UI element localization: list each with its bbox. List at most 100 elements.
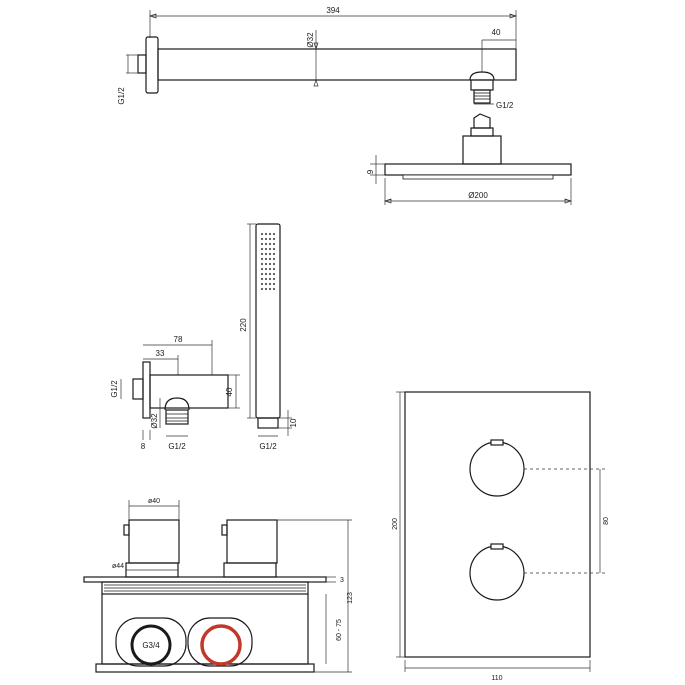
- arm-nut: [470, 79, 494, 91]
- nozzle-dot: [260, 252, 264, 256]
- arm-wall-thread-label: G1/2: [117, 87, 126, 105]
- nozzle-dot: [272, 272, 276, 276]
- nozzle-dot: [268, 272, 272, 276]
- nozzle-dot: [264, 267, 268, 271]
- nozzle-dot: [264, 287, 268, 291]
- nozzle-dot: [268, 232, 272, 236]
- right-cap-tab: [221, 524, 228, 536]
- handle-spacing-label: 80: [603, 517, 610, 525]
- body-diameter-label: ø44: [112, 563, 124, 570]
- nozzle-dot: [264, 247, 268, 251]
- right-inlet-port: [200, 624, 242, 666]
- outlet-thread: [165, 409, 189, 425]
- install-depth-label: 60 - 75: [336, 619, 343, 641]
- left-cap: [128, 519, 180, 564]
- nozzle-dot: [272, 237, 276, 241]
- nozzle-dot: [272, 242, 276, 246]
- nozzle-dot: [272, 247, 276, 251]
- nozzle-dot: [272, 262, 276, 266]
- outlet-width-total-label: 78: [174, 335, 183, 344]
- rain-head-drawing: 9 Ø200: [366, 113, 573, 205]
- head-neck: [462, 135, 502, 165]
- head-diameter-label: Ø200: [468, 191, 488, 200]
- nozzle-dot: [268, 247, 272, 251]
- nozzle-dot: [264, 272, 268, 276]
- hand-shower-connector-label: 10: [289, 418, 298, 427]
- nozzle-dot: [264, 242, 268, 246]
- box-base: [95, 663, 315, 673]
- arm-tube: [157, 48, 517, 81]
- head-nozzles: [402, 174, 554, 180]
- nozzle-dot: [272, 267, 276, 271]
- nozzle-dot: [268, 237, 272, 241]
- nozzle-dot: [260, 267, 264, 271]
- nozzle-dot: [272, 257, 276, 261]
- cover-plate: [404, 391, 591, 658]
- cover-plate-drawing: 200 80 110: [392, 391, 610, 682]
- shower-arm-drawing: 394 Ø32 40 G1/2 G1/2: [117, 6, 518, 110]
- outlet-inlet-label: G1/2: [110, 380, 119, 398]
- nozzle-dot: [260, 247, 264, 251]
- nozzle-dot: [260, 257, 264, 261]
- hand-shower-length-label: 220: [239, 318, 248, 332]
- left-cap-tab: [123, 524, 130, 536]
- nozzle-dot: [264, 262, 268, 266]
- outlet-elbow: [164, 397, 190, 411]
- nozzle-dot: [272, 277, 276, 281]
- arm-head-thread-label: G1/2: [496, 101, 514, 110]
- arm-wall-flange: [145, 36, 159, 94]
- upper-handle-indicator: [490, 439, 504, 446]
- nozzle-dot: [268, 267, 272, 271]
- nozzle-dot: [272, 252, 276, 256]
- nozzle-dot: [260, 242, 264, 246]
- wall-outlet-drawing: 78 33 G1/2 40 Ø32 8 G1/2: [110, 335, 240, 451]
- nozzle-dot: [268, 277, 272, 281]
- outlet-inlet-thread: [132, 378, 144, 400]
- left-port-housing: [115, 617, 187, 667]
- nozzle-dot: [268, 262, 272, 266]
- nozzle-dot: [260, 237, 264, 241]
- arm-thread: [473, 89, 491, 104]
- hand-shower-drawing: 220 10 G1/2: [239, 223, 298, 451]
- arm-diameter-label: Ø32: [306, 32, 315, 48]
- nozzle-dot: [268, 287, 272, 291]
- nozzle-dot: [260, 277, 264, 281]
- nozzle-dot: [268, 282, 272, 286]
- nozzle-dot: [272, 287, 276, 291]
- right-cap: [226, 519, 278, 564]
- nozzle-dot: [264, 232, 268, 236]
- total-depth-label: 123: [347, 592, 354, 604]
- outlet-width-inner-label: 33: [156, 349, 165, 358]
- nozzle-dot: [260, 287, 264, 291]
- left-inlet-port: [130, 624, 172, 666]
- inlet-label: G3/4: [142, 641, 160, 650]
- nozzle-dot: [264, 277, 268, 281]
- lower-handle: [469, 545, 525, 601]
- nozzle-dot: [260, 282, 264, 286]
- outlet-thread-label: G1/2: [168, 442, 186, 451]
- hand-shower-nozzles: [260, 232, 276, 291]
- head-plate: [384, 163, 572, 176]
- nozzle-dot: [272, 232, 276, 236]
- right-cap-sleeve: [223, 562, 277, 578]
- hand-shower-body: [255, 223, 281, 419]
- nozzle-dot: [264, 252, 268, 256]
- upper-handle: [469, 441, 525, 497]
- nozzle-dot: [268, 257, 272, 261]
- cover-width-label: 110: [491, 675, 502, 682]
- head-nut: [470, 127, 494, 137]
- cap-diameter-label: ø40: [148, 498, 160, 505]
- arm-offset-label: 40: [492, 28, 501, 37]
- mounting-plate: [83, 576, 327, 583]
- lower-handle-indicator: [490, 543, 504, 550]
- box-top: [101, 581, 309, 595]
- head-swivel: [473, 113, 491, 129]
- thermostat-body-drawing: G3/4 ø40 ø44 3 123 60 - 75: [83, 498, 354, 673]
- box-ribs: [104, 584, 306, 592]
- cover-height-label: 200: [392, 518, 399, 530]
- nozzle-dot: [260, 262, 264, 266]
- arm-length-label: 394: [326, 6, 340, 15]
- right-port-housing: [187, 617, 253, 667]
- hand-shower-connector: [257, 417, 279, 429]
